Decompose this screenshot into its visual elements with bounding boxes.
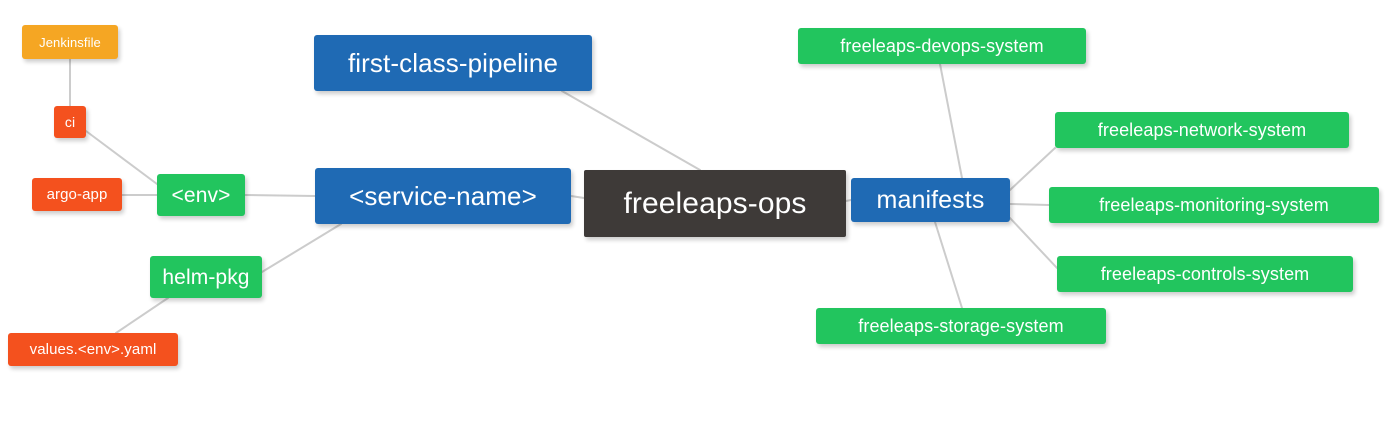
node-label-freeleaps-devops-system: freeleaps-devops-system: [840, 36, 1044, 56]
edge-helm-pkg-to-values-yaml: [115, 297, 169, 334]
node-label-helm-pkg: helm-pkg: [162, 265, 250, 289]
node-service-name[interactable]: <service-name>: [315, 168, 571, 224]
node-label-freeleaps-ops: freeleaps-ops: [623, 186, 807, 220]
node-freeleaps-monitoring-system[interactable]: freeleaps-monitoring-system: [1049, 187, 1379, 223]
node-jenkinsfile[interactable]: Jenkinsfile: [22, 25, 118, 59]
node-first-class-pipeline[interactable]: first-class-pipeline: [314, 35, 592, 91]
node-freeleaps-storage-system[interactable]: freeleaps-storage-system: [816, 308, 1106, 344]
edge-service-name-to-helm-pkg: [261, 223, 342, 273]
node-env[interactable]: <env>: [157, 174, 245, 216]
node-label-freeleaps-monitoring-system: freeleaps-monitoring-system: [1099, 195, 1329, 215]
node-helm-pkg[interactable]: helm-pkg: [150, 256, 262, 298]
node-label-first-class-pipeline: first-class-pipeline: [347, 48, 559, 78]
node-values-yaml[interactable]: values.<env>.yaml: [8, 333, 178, 366]
node-label-ci: ci: [64, 114, 76, 130]
node-label-argo-app: argo-app: [46, 186, 108, 203]
node-ci[interactable]: ci: [54, 106, 86, 138]
node-freeleaps-controls-system[interactable]: freeleaps-controls-system: [1057, 256, 1353, 292]
edge-freeleaps-controls-system-to-manifests: [1009, 217, 1058, 269]
edge-service-name-to-freeleaps-ops: [570, 195, 585, 199]
node-label-manifests: manifests: [876, 185, 985, 214]
edge-first-class-pipeline-to-freeleaps-ops: [561, 90, 701, 171]
node-freeleaps-network-system[interactable]: freeleaps-network-system: [1055, 112, 1349, 148]
node-freeleaps-devops-system[interactable]: freeleaps-devops-system: [798, 28, 1086, 64]
node-label-freeleaps-controls-system: freeleaps-controls-system: [1100, 264, 1310, 284]
edge-freeleaps-network-system-to-manifests: [1009, 147, 1056, 191]
node-label-jenkinsfile: Jenkinsfile: [39, 34, 101, 50]
node-argo-app[interactable]: argo-app: [32, 178, 122, 211]
edge-freeleaps-storage-system-to-manifests: [934, 221, 963, 309]
edge-freeleaps-devops-system-to-manifests: [939, 63, 963, 179]
node-label-service-name: <service-name>: [349, 181, 537, 211]
node-label-values-yaml: values.<env>.yaml: [29, 341, 157, 358]
edge-ci-to-env: [85, 130, 158, 185]
edge-freeleaps-monitoring-system-to-manifests: [1009, 203, 1050, 206]
node-label-freeleaps-network-system: freeleaps-network-system: [1097, 120, 1307, 140]
node-label-env: <env>: [171, 183, 231, 207]
node-manifests[interactable]: manifests: [851, 178, 1010, 222]
node-label-freeleaps-storage-system: freeleaps-storage-system: [858, 316, 1064, 336]
node-freeleaps-ops[interactable]: freeleaps-ops: [584, 170, 846, 237]
edge-env-to-service-name: [244, 194, 316, 197]
